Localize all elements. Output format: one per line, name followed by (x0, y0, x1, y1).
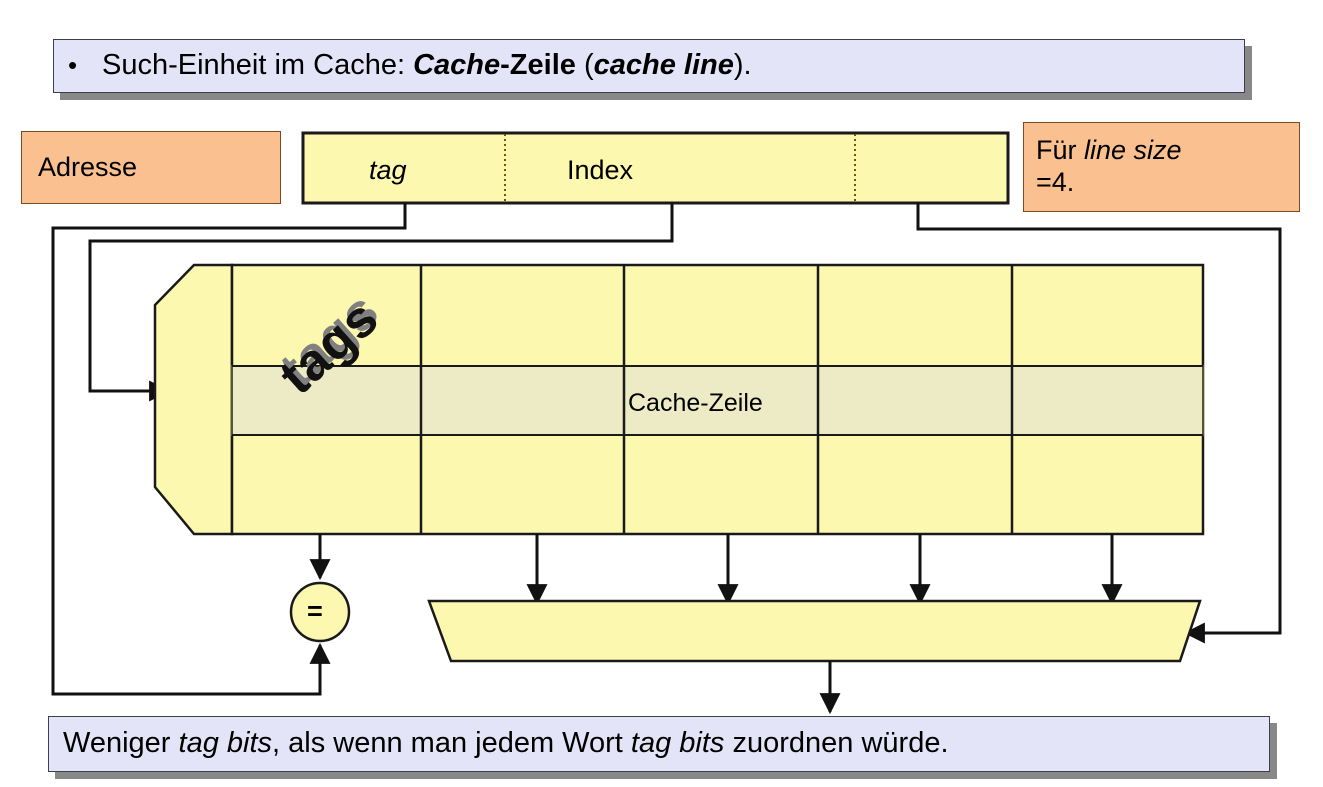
address-field-index-label: Index (567, 155, 634, 185)
line-size-note-line1: Für line size (1036, 135, 1182, 166)
cache-row-highlighted (231, 365, 1204, 436)
title-callout: •Such-Einheit im Cache: Cache-Zeile (cac… (53, 39, 1245, 93)
address-field-tag-label: tag (369, 155, 407, 185)
comparator-label: = (307, 596, 323, 626)
address-box: Adresse (21, 131, 281, 204)
address-box-label: Adresse (38, 151, 138, 182)
address-field-bar (301, 131, 1010, 205)
word-multiplexer-shape (427, 599, 1202, 663)
bullet-glyph: • (68, 50, 78, 81)
wire-tag-to-comparator (51, 203, 407, 696)
cache-line-row-label: Cache-Zeile (628, 389, 763, 417)
line-size-note-line2: =4. (1036, 167, 1075, 197)
summary-callout-text: Weniger tag bits, als wenn man jedem Wor… (63, 727, 949, 760)
title-callout-text: •Such-Einheit im Cache: Cache-Zeile (cac… (68, 49, 752, 82)
summary-callout: Weniger tag bits, als wenn man jedem Wor… (48, 716, 1270, 772)
index-decoder-shape (153, 263, 234, 536)
line-size-note-box: Für line size =4. (1023, 122, 1300, 212)
comparator-circle (289, 581, 351, 643)
wire-offset-to-multiplexer (916, 203, 1282, 644)
wire-index-to-decoder (88, 203, 674, 402)
